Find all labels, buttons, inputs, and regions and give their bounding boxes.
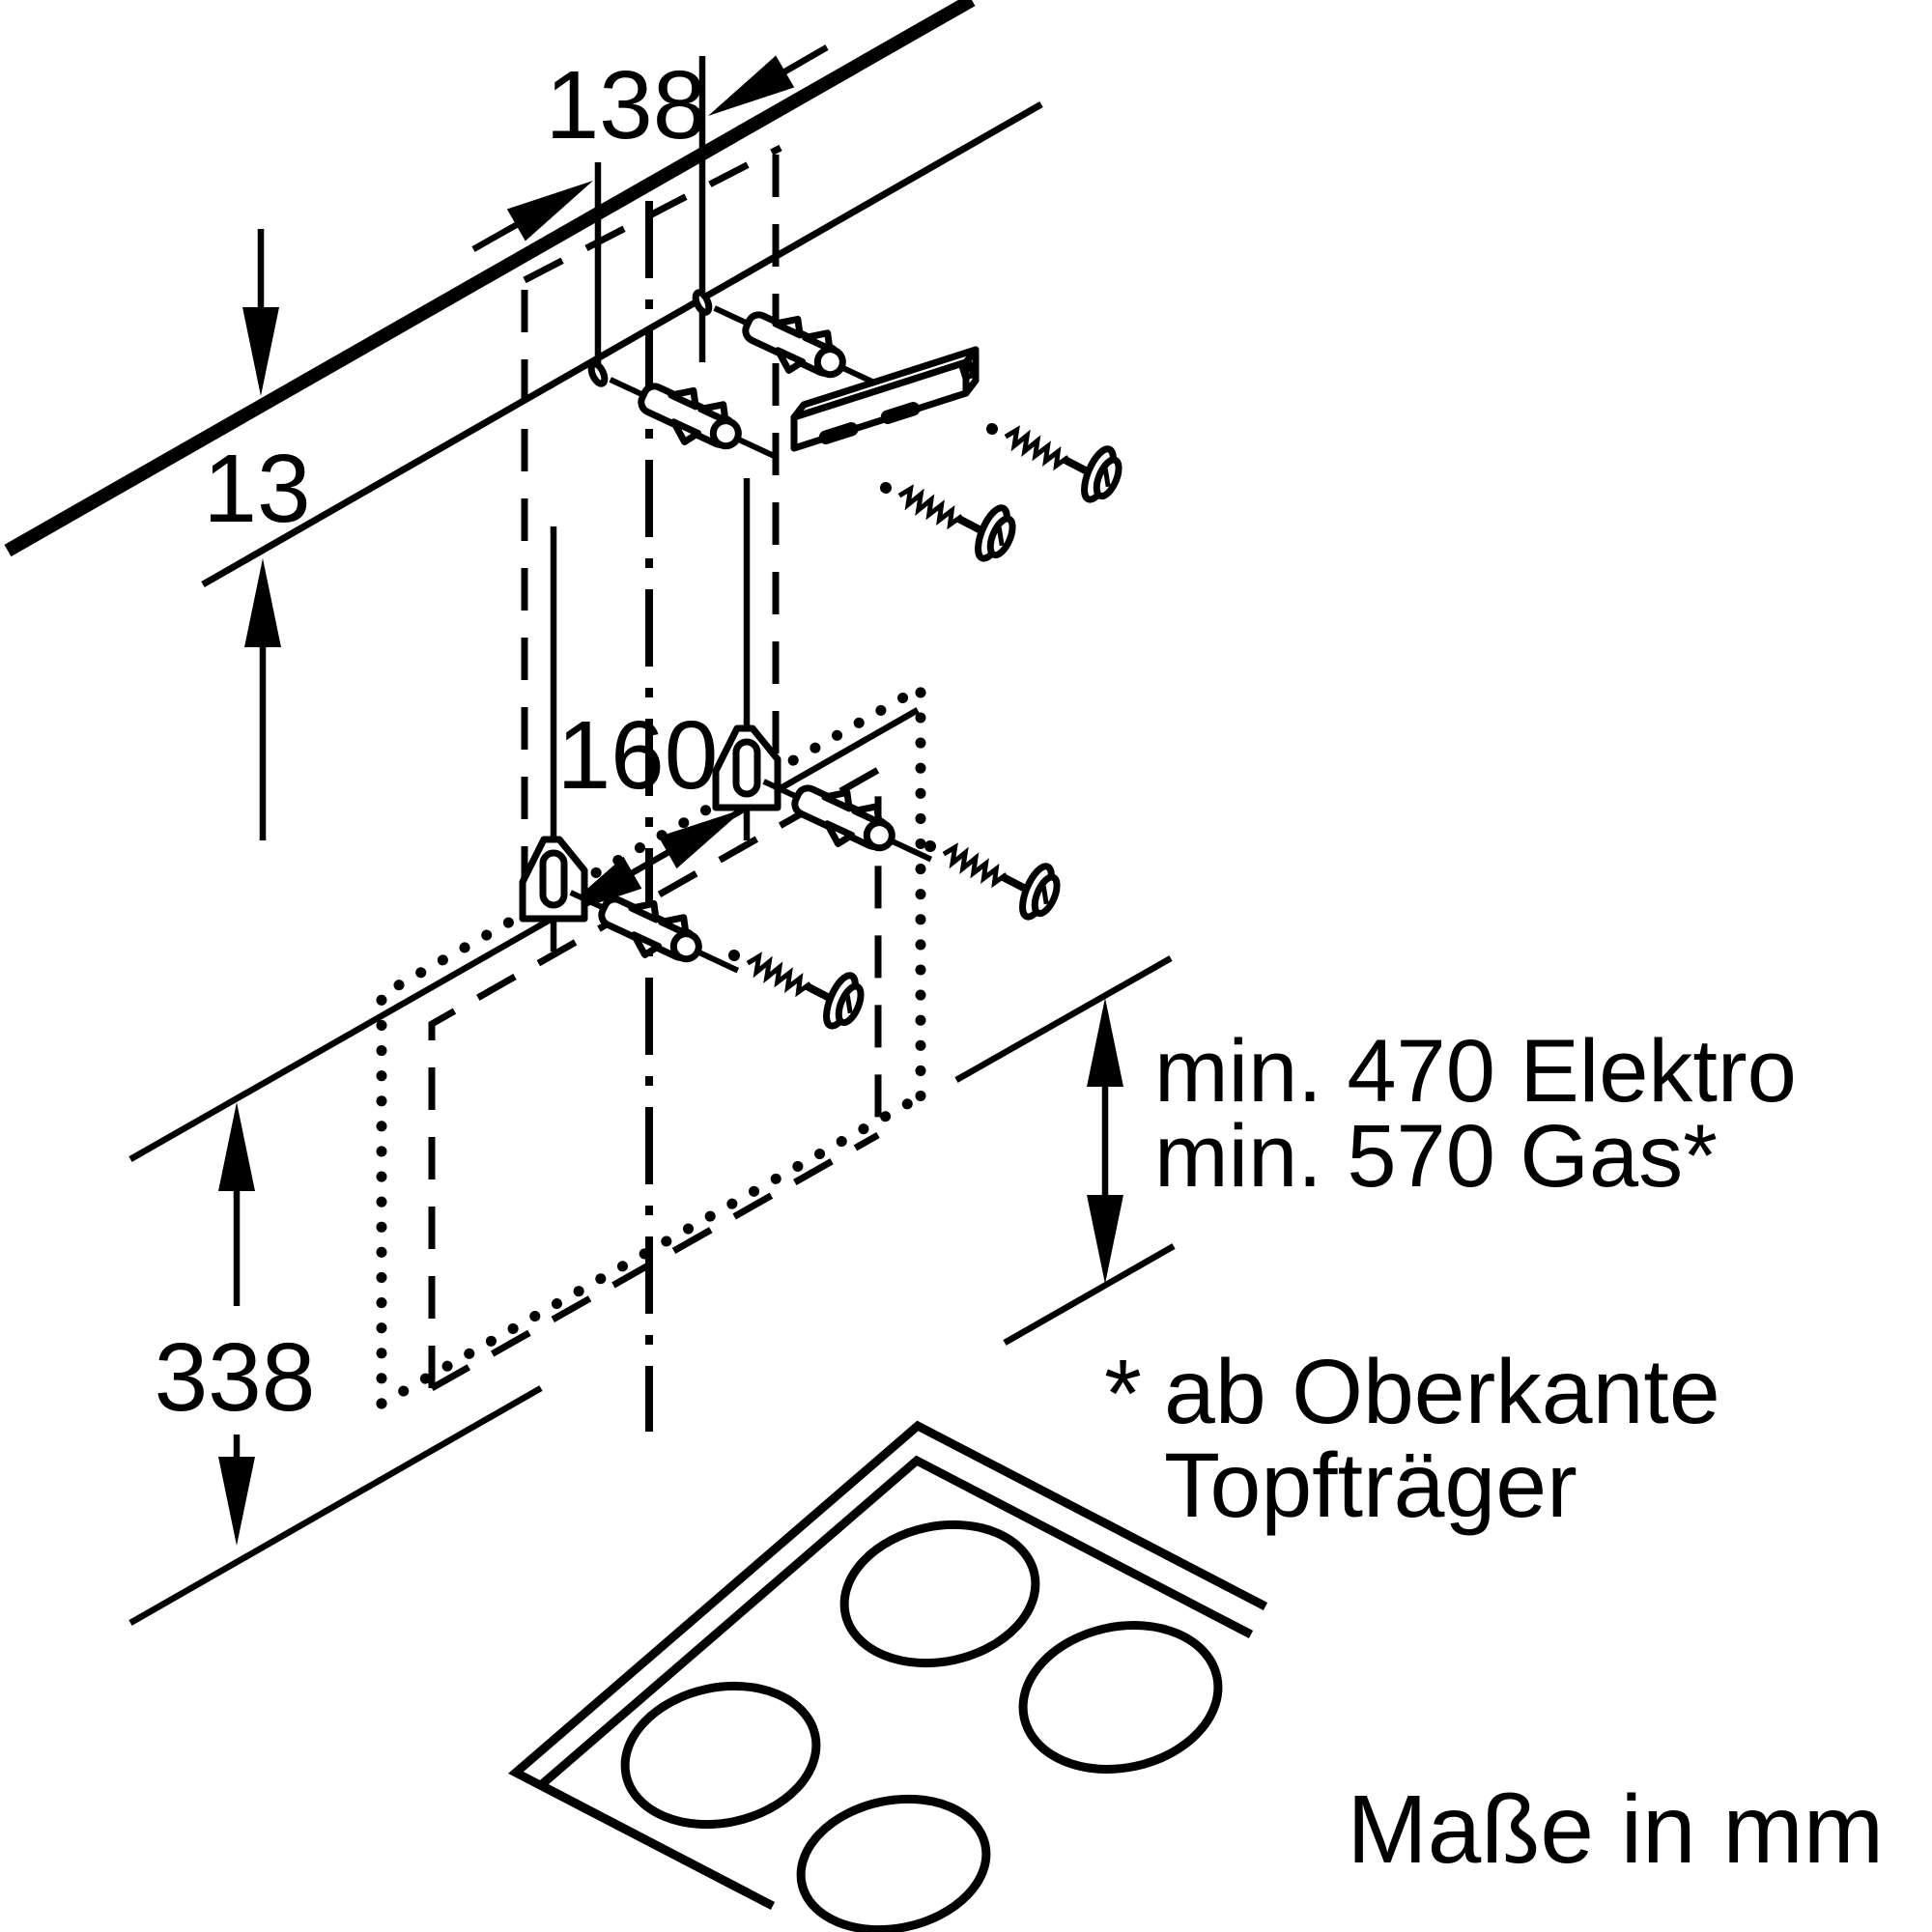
footnote-line2: Topfträger xyxy=(1164,1435,1577,1537)
units-note: Maße in mm xyxy=(1347,1776,1884,1884)
clearance-gas-label: min. 570 Gas* xyxy=(1154,1107,1718,1206)
dimension-160-label: 160 xyxy=(557,701,719,810)
bracket-reference-line xyxy=(128,707,920,1162)
hood-outline-dashed xyxy=(428,763,882,1392)
wall-anchor xyxy=(753,758,942,882)
keyhole-bracket-left xyxy=(523,839,584,919)
pot-support-reference-line xyxy=(1003,1243,1176,1346)
dimension-338: 338 xyxy=(128,1102,543,1626)
screw xyxy=(915,819,1065,923)
hob-inner-border xyxy=(533,1455,1254,1897)
clearance-dimension: min. 470 Elektro min. 570 Gas* xyxy=(954,955,1797,1346)
keyhole-bracket-right xyxy=(716,728,778,808)
screw xyxy=(870,461,1020,565)
screw xyxy=(977,402,1126,506)
wall-edge-line xyxy=(4,0,976,557)
hood-bottom-reference-line xyxy=(954,955,1173,1083)
dimension-13-label: 13 xyxy=(203,435,310,543)
footnote-marker: * xyxy=(1104,1340,1142,1448)
dimension-138-label: 138 xyxy=(546,51,707,159)
wall-offset-line xyxy=(201,100,1043,588)
wall-anchor xyxy=(600,356,788,480)
cooktop xyxy=(508,1420,1268,1932)
hob-reference-line xyxy=(128,1385,543,1626)
burner-front-right xyxy=(796,1794,991,1932)
footnote: * ab Oberkante Topfträger xyxy=(1104,1340,1720,1537)
top-mounting xyxy=(587,285,1126,565)
dimension-160: 160 xyxy=(546,478,754,952)
clearance-electric-label: min. 470 Elektro xyxy=(1154,1022,1797,1121)
wall-hole-left xyxy=(587,360,609,387)
dimension-13: 13 xyxy=(203,229,311,840)
hood-outline-dotted xyxy=(376,678,926,1409)
wall-hole-right xyxy=(692,289,713,316)
screw xyxy=(719,928,868,1033)
footnote-line1: ab Oberkante xyxy=(1164,1341,1720,1443)
mounting-rail xyxy=(790,346,980,452)
burner-front-left xyxy=(620,1681,821,1830)
dimension-138: 138 xyxy=(471,44,829,379)
burner-back-left xyxy=(839,1520,1040,1668)
dimension-338-label: 338 xyxy=(155,1323,316,1432)
burner-back-right xyxy=(1018,1621,1223,1774)
